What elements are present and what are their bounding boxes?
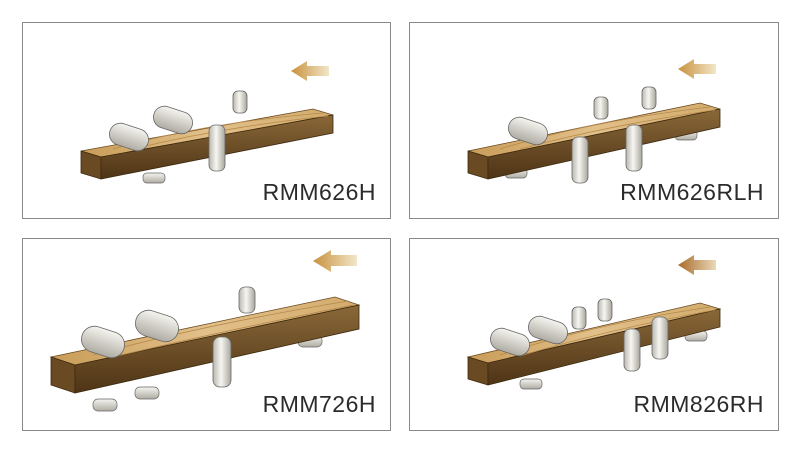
- model-label: RMM726H: [262, 391, 376, 417]
- side-roller: [490, 315, 568, 357]
- machine-illustration: [80, 61, 334, 184]
- feed-direction-arrow: [313, 250, 357, 272]
- machine-illustration: [466, 255, 722, 390]
- machine-illustration: [467, 59, 721, 184]
- side-roller: [81, 309, 179, 359]
- side-roller: [109, 105, 193, 152]
- model-label: RMM626H: [262, 179, 376, 205]
- feed-direction-arrow: [678, 59, 716, 79]
- feed-direction-arrow: [678, 255, 716, 275]
- model-label: RMM826RH: [633, 391, 764, 417]
- vertical-roller: [208, 90, 248, 172]
- panel-rmm626rlh: RMM626RLH: [409, 22, 779, 219]
- machine-illustration: [49, 250, 361, 412]
- feed-direction-arrow: [291, 61, 329, 81]
- vertical-roller: [571, 298, 669, 372]
- panel-rmm626h: RMM626H: [22, 22, 391, 219]
- model-label: RMM626RLH: [620, 179, 764, 205]
- side-roller: [508, 116, 548, 146]
- vertical-roller: [571, 86, 657, 184]
- panel-rmm726h: RMM726H: [22, 238, 391, 431]
- panel-rmm826rh: RMM826RH: [409, 238, 779, 431]
- vertical-roller: [212, 286, 256, 388]
